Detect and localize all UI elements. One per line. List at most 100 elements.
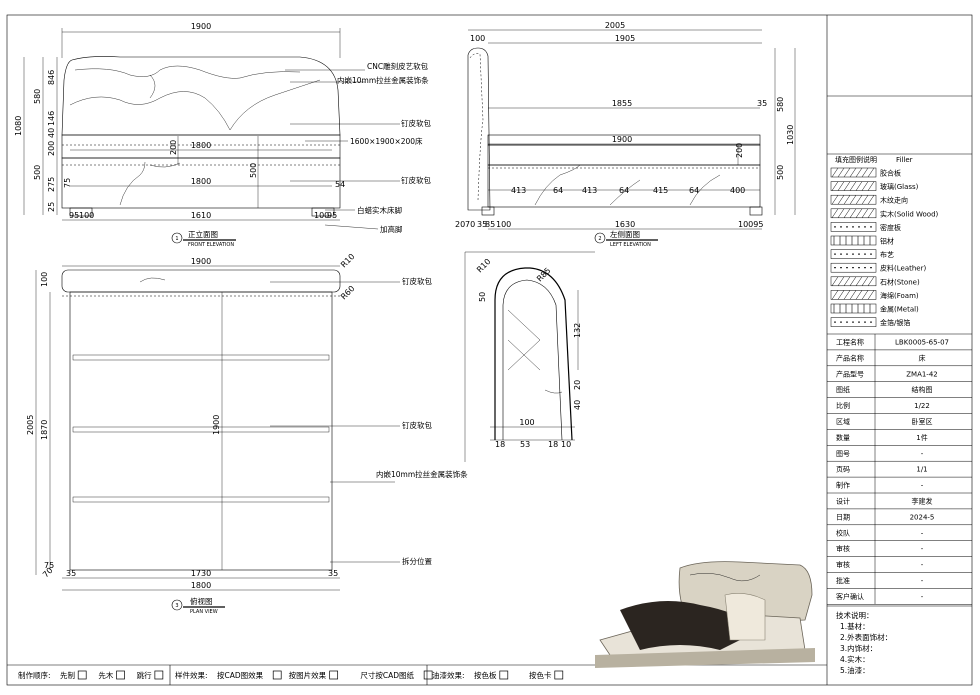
option-checkbox[interactable] <box>554 670 564 680</box>
option-checkbox[interactable] <box>329 670 339 680</box>
dim-side-s4: 64 <box>619 186 629 195</box>
legend-item: 密度板 <box>830 222 901 232</box>
tech-item-2: 2.外表面饰材： <box>840 632 892 642</box>
legend-pattern-mark <box>867 276 875 286</box>
info-value: 李建发 <box>912 497 933 506</box>
option-checkbox[interactable] <box>77 670 87 680</box>
info-row: 图纸结构图 <box>827 381 972 398</box>
view-title-front: 正立面图 <box>188 229 218 239</box>
legend-swatch-icon <box>830 167 877 178</box>
side-carving-2 <box>609 179 641 206</box>
tech-title: 技术说明： <box>836 610 874 620</box>
dim-plan-100: 100 <box>40 272 49 287</box>
dim-side-b10095: 10095 <box>738 220 763 229</box>
legend-pattern-mark <box>837 167 845 178</box>
option-checkbox[interactable] <box>116 670 125 680</box>
option-label: 按图片效果 <box>289 670 327 680</box>
dim-plan-35r: 35 <box>328 569 338 578</box>
dim-detail-40: 40 <box>573 400 582 410</box>
dim-plan-1870: 1870 <box>40 420 49 440</box>
info-value: - <box>921 577 924 585</box>
legend-pattern-mark <box>843 208 851 218</box>
legend-pattern-mark <box>843 290 851 300</box>
info-value: - <box>921 482 924 490</box>
leader <box>324 224 379 230</box>
side-headboard-inner <box>469 53 484 201</box>
headboard-carving-4 <box>149 74 156 99</box>
view-marker-side <box>594 232 606 244</box>
headboard-carving-2 <box>69 91 231 131</box>
legend-pattern-mark <box>837 290 845 300</box>
legend-pattern-mark <box>837 181 845 191</box>
option-checkbox[interactable] <box>423 670 433 680</box>
legend-item: 胶合板 <box>830 167 901 178</box>
info-value: 结构图 <box>912 385 933 394</box>
plan-slat-3 <box>72 496 330 503</box>
legend-pattern-mark <box>831 208 839 218</box>
info-label: 批准 <box>836 576 850 585</box>
dim-front-100r: 100 <box>314 211 329 220</box>
info-label: 产品名称 <box>836 353 864 362</box>
note-front-4: 1600×1900×200床 <box>350 136 423 146</box>
option-checkbox[interactable] <box>272 670 282 680</box>
dim-side-1900: 1900 <box>612 135 632 144</box>
view-subtitle-plan: PLAN VIEW <box>190 609 218 615</box>
info-label: 设计 <box>836 497 850 506</box>
legend-pattern-mark <box>861 290 869 300</box>
option-checkbox[interactable] <box>154 670 164 680</box>
info-label: 页码 <box>836 466 850 474</box>
legend-pattern-mark <box>867 290 875 300</box>
legend-swatch-icon <box>830 235 877 246</box>
legend-label: 胶合板 <box>880 169 901 178</box>
legend-item: 皮料(Leather) <box>830 262 926 273</box>
dim-front-1800: 1800 <box>191 141 211 150</box>
dim-plan-75: 75 <box>44 561 54 570</box>
legend-item: 布艺 <box>830 249 894 259</box>
dim-detail-132: 132 <box>573 323 582 338</box>
headboard-carving-3 <box>229 79 321 131</box>
note-front-7: 加高脚 <box>380 224 403 234</box>
option-label: 按CAD图效果 <box>217 670 264 680</box>
legend-swatch-icon <box>830 262 877 273</box>
dim-side-s2: 64 <box>553 186 563 195</box>
detail-frame-cross <box>507 309 541 371</box>
dim-side-b100: 100 <box>496 220 511 229</box>
legend-item: 木纹走向 <box>830 194 908 205</box>
legend-pattern-mark <box>843 276 851 286</box>
dim-detail-100: 100 <box>519 418 534 427</box>
legend-pattern-mark <box>831 195 839 205</box>
detail-profile-outer <box>494 267 573 441</box>
note-plan-2: 钉皮软包 <box>402 420 432 430</box>
bottom-option-bar: 制作顺序:先制先木跳行样件效果:按CAD图效果按图片效果尺寸按CAD图纸油漆效果… <box>18 665 564 685</box>
note-front-2: 内嵌10mm拉丝金属装饰条 <box>337 75 429 85</box>
leg-left <box>69 207 93 217</box>
dim-plan-35: 35 <box>66 569 76 578</box>
dim-front-95r: 95 <box>327 211 337 220</box>
frame-carving <box>119 161 146 206</box>
option-checkbox[interactable] <box>499 670 509 680</box>
note-plan-4: 拆分位置 <box>402 556 432 566</box>
dim-front-1080: 1080 <box>14 116 23 136</box>
info-row: 客户确认- <box>827 588 972 605</box>
legend-item: 石材(Stone) <box>830 276 920 286</box>
legend-item: 铝材 <box>830 235 894 246</box>
legend-swatch-icon <box>830 317 877 327</box>
legend-swatch-icon <box>830 290 877 300</box>
dim-front-200: 200 <box>47 141 56 156</box>
plan-carving <box>139 277 166 283</box>
dim-front-75: 75 <box>63 178 72 188</box>
info-label: 审核 <box>836 560 850 569</box>
legend-pattern-mark <box>867 195 875 205</box>
option-label: 先制 <box>60 670 75 680</box>
headboard-carving <box>74 65 301 79</box>
legend-pattern-mark <box>837 276 845 286</box>
plan-slat-2 <box>72 426 330 433</box>
info-label: 图号 <box>836 450 850 458</box>
legend-pattern-mark <box>843 181 851 191</box>
info-label: 校队 <box>836 528 850 537</box>
dim-side-b70: 70 <box>465 220 475 229</box>
